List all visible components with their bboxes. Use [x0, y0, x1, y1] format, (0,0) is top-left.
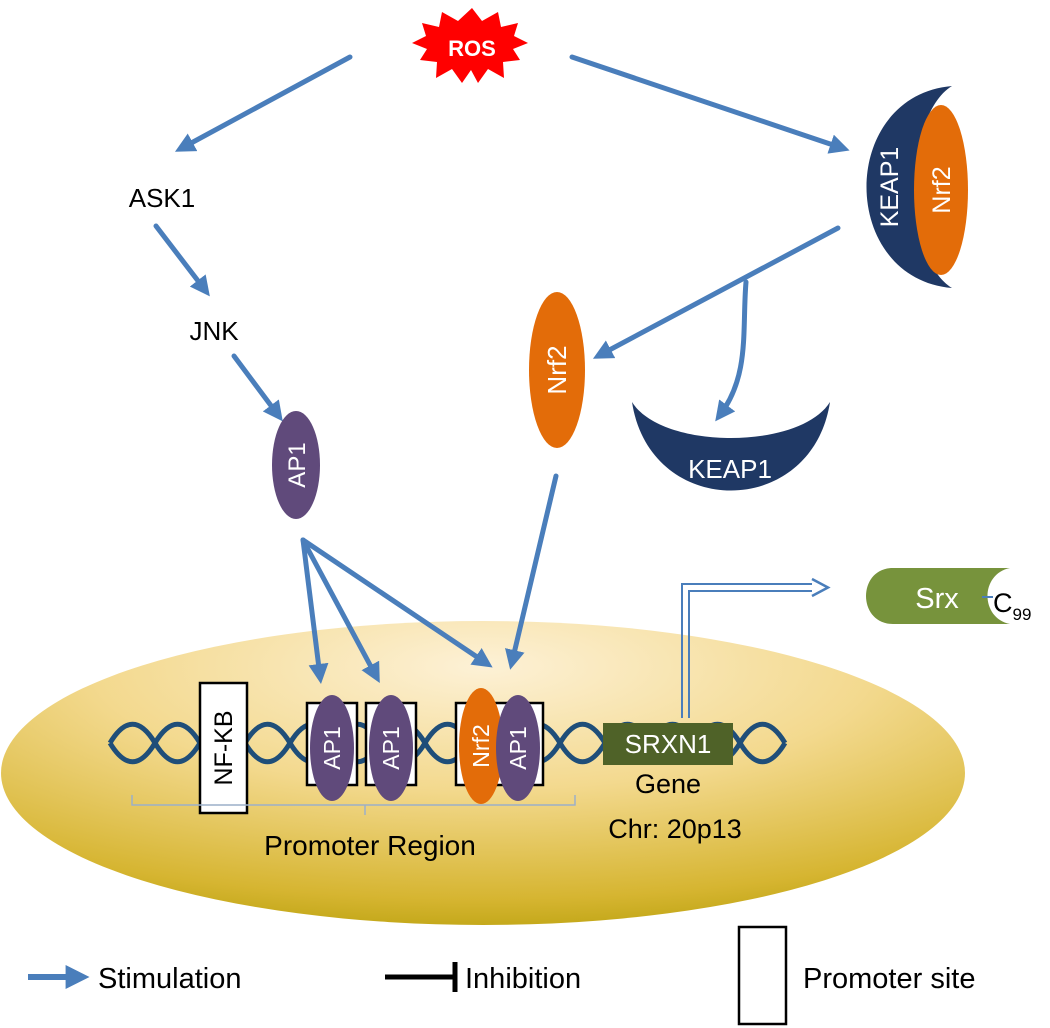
ap1-site-2-label: AP1	[378, 726, 404, 769]
nrf2-site-protein	[459, 688, 503, 804]
ap1-site-1-protein	[310, 695, 354, 801]
nfkb-site-label: NF-KB	[210, 711, 238, 786]
ap1-site-3-protein	[496, 695, 540, 801]
legend-stimulation-label: Stimulation	[98, 963, 241, 995]
arrow-nrf2-site	[505, 473, 559, 670]
ros-label: ROS	[448, 36, 496, 61]
cys-residue: C	[993, 588, 1013, 618]
ap1-site-2-protein	[369, 695, 413, 801]
ap1-site-3-label: AP1	[505, 726, 531, 769]
arrow-ap1-site3	[300, 537, 493, 668]
arrow-keap1-release	[715, 279, 749, 422]
promoter-region-label: Promoter Region	[264, 830, 476, 861]
arrow-ask1-jnk	[153, 223, 210, 297]
legend-promoter-label: Promoter site	[803, 963, 975, 995]
ap1-free-label: AP1	[284, 442, 311, 487]
cys-label: C99	[993, 588, 1031, 624]
gene-label: Gene	[635, 769, 701, 799]
nrf2-protein	[529, 292, 585, 448]
keap1-free-label: KEAP1	[688, 454, 772, 484]
arrow-keap1-nrf2	[592, 225, 841, 359]
nrf2-complex-label: Nrf2	[928, 166, 956, 213]
ask1-label: ASK1	[129, 183, 196, 213]
arrow-jnk-ap1	[231, 353, 283, 422]
arrow-ros-ask1	[174, 54, 353, 152]
srxn1-gene-box	[603, 723, 733, 765]
arrow-ap1-site2	[300, 537, 380, 684]
ap1-site-1-label: AP1	[319, 726, 345, 769]
legend-promoter-box	[737, 925, 788, 1026]
srxn1-gene-label: SRXN1	[625, 729, 712, 759]
srx-label: Srx	[915, 583, 959, 615]
srx-protein	[866, 568, 1010, 624]
ros-starburst	[412, 8, 528, 83]
chromosome-label: Chr: 20p13	[608, 814, 742, 844]
nfkb-site-box	[198, 681, 249, 815]
nrf2-bound	[914, 105, 968, 275]
nrf2-free-label: Nrf2	[542, 345, 572, 394]
keap1-complex-label: KEAP1	[876, 147, 904, 228]
nrf2-site-label: Nrf2	[468, 724, 494, 767]
promoter-bracket	[131, 795, 576, 815]
keap1-complex-shape	[866, 86, 952, 288]
legend-inhibition-label: Inhibition	[465, 963, 581, 995]
keap1-free-shape	[632, 402, 830, 491]
arrow-ros-keap1	[569, 54, 850, 154]
arrow-ap1-site1	[300, 537, 329, 684]
ap1-protein	[272, 411, 320, 519]
transcription-arrow	[681, 577, 831, 718]
cys-number: 99	[1013, 605, 1032, 624]
jnk-label: JNK	[189, 316, 239, 346]
